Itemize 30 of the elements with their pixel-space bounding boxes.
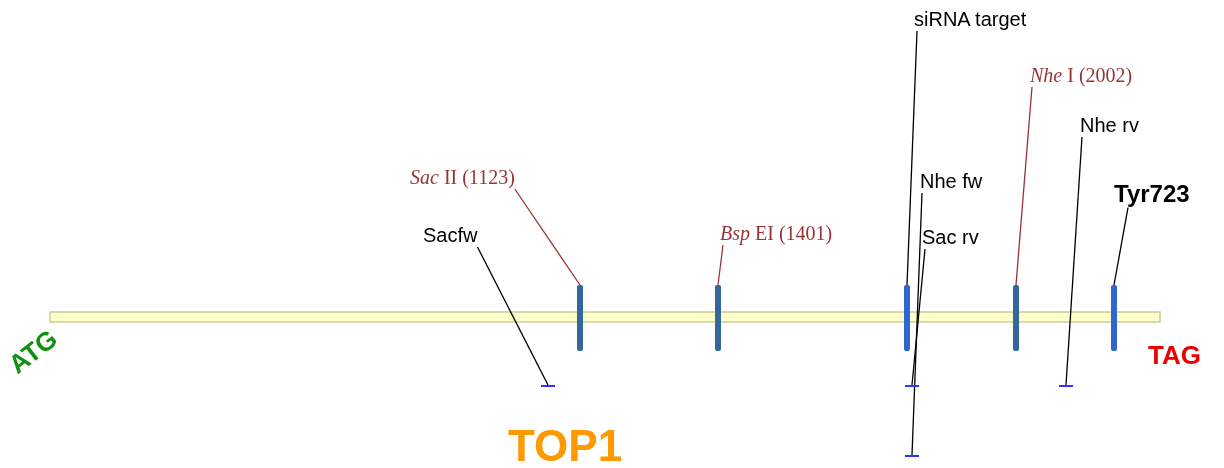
leader-line — [1065, 136, 1083, 386]
leader-line — [717, 244, 724, 286]
feature-label: Tyr723 — [1114, 180, 1190, 208]
leader-line — [911, 248, 926, 386]
leader-line — [514, 188, 581, 286]
feature-label: Bsp EI (1401) — [720, 222, 833, 245]
site-marker — [1013, 285, 1019, 351]
feature-label: Nhe I (2002) — [1030, 64, 1133, 87]
leader-line — [476, 246, 549, 386]
primer-marker — [1059, 385, 1073, 387]
primer-marker — [541, 385, 555, 387]
leader-line — [1113, 206, 1129, 286]
leader-line — [911, 192, 923, 456]
feature-label: siRNA target — [914, 8, 1027, 31]
site-marker — [577, 285, 583, 351]
stop-codon-label: TAG — [1148, 342, 1201, 368]
feature-label: Sac rv — [922, 226, 979, 249]
primer-marker — [905, 455, 919, 457]
site-marker — [715, 285, 721, 351]
feature-label: Sac II (1123) — [410, 166, 515, 189]
site-marker — [904, 285, 910, 351]
feature-label: Sacfw — [423, 224, 478, 247]
leader-line — [906, 30, 918, 286]
site-marker — [1111, 285, 1117, 351]
feature-label: Nhe rv — [1080, 114, 1139, 137]
feature-label: Nhe fw — [920, 170, 983, 193]
gene-name: TOP1 — [508, 424, 623, 468]
leader-line — [1015, 86, 1033, 286]
start-codon-label: ATG — [4, 324, 62, 378]
primer-marker — [905, 385, 919, 387]
